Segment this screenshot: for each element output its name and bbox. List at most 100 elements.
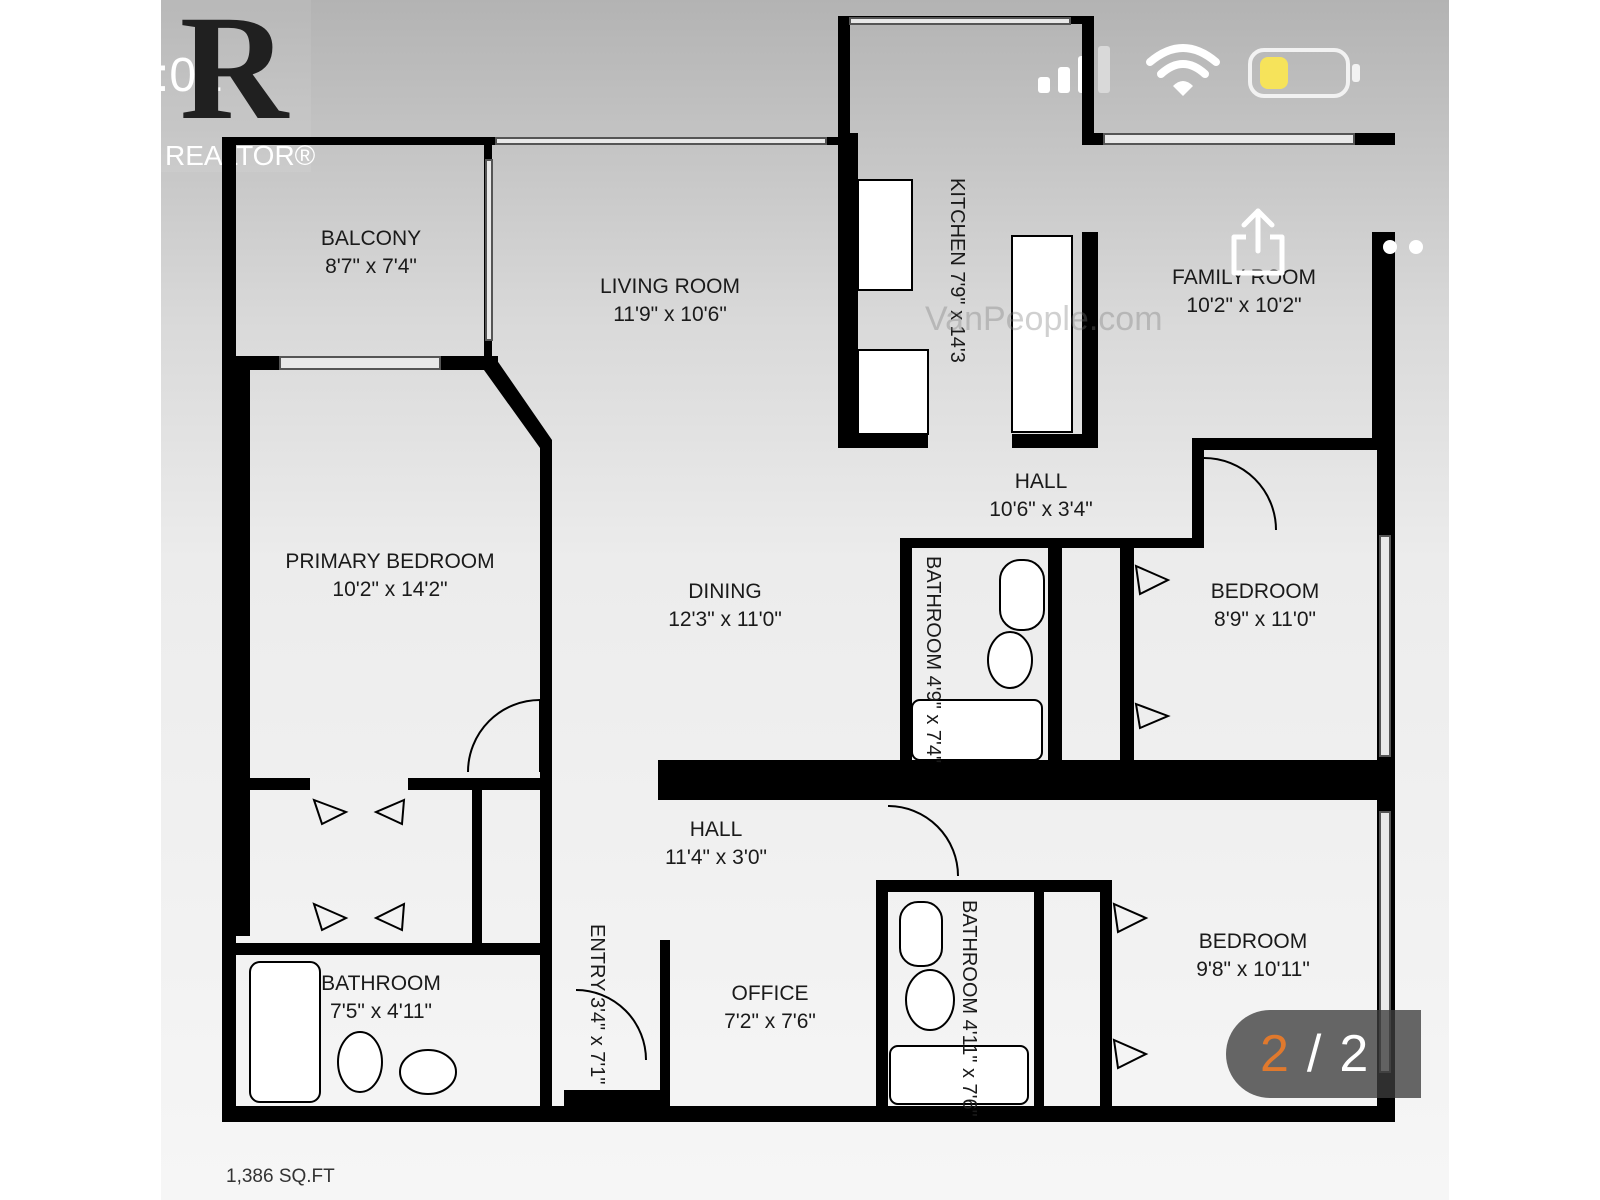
wall — [1372, 232, 1392, 442]
window — [279, 356, 441, 370]
window — [495, 137, 827, 145]
room-name: ENTRY — [586, 924, 608, 992]
room-size: 10'2" x 14'2" — [332, 578, 448, 601]
realtor-logo-word: REALTOR® — [165, 140, 316, 171]
room-size: 11'4" x 3'0" — [665, 846, 767, 869]
room-kitchen: KITCHEN 7'9" x 14'3 — [944, 178, 970, 363]
room-size: 10'2" x 10'2" — [1186, 294, 1302, 317]
room-bedroom-lower: BEDROOM 9'8" x 10'11" — [1168, 928, 1338, 984]
window — [485, 159, 493, 341]
more-dots-icon[interactable] — [1380, 237, 1440, 257]
wall — [900, 538, 912, 770]
toilet — [905, 969, 955, 1031]
room-size: 10'6" x 3'4" — [989, 498, 1093, 521]
wall — [1192, 438, 1204, 538]
wall — [1082, 232, 1098, 448]
room-name: BATHROOM — [958, 900, 980, 1015]
door — [1203, 457, 1277, 531]
wifi-icon — [1146, 44, 1220, 96]
room-name: BALCONY — [320, 227, 422, 250]
room-bathroom-primary: BATHROOM 7'5" x 4'11" — [306, 970, 456, 1026]
room-living: LIVING ROOM 11'9" x 10'6" — [580, 273, 760, 329]
sink — [899, 901, 943, 967]
wall — [838, 434, 928, 448]
room-name: BEDROOM — [1198, 930, 1308, 953]
wall — [222, 137, 486, 145]
wall — [564, 1090, 660, 1106]
door — [467, 699, 541, 773]
sink — [399, 1049, 457, 1095]
floorplan-photo — [161, 0, 1449, 1200]
wall — [660, 940, 670, 1106]
window — [1103, 133, 1355, 145]
room-hall-lower: HALL 11'4" x 3'0" — [636, 816, 796, 872]
room-bathroom-mid: BATHROOM 4'9" x 7'4" — [920, 556, 946, 763]
wall — [1048, 538, 1062, 770]
status-time: :01 — [156, 49, 223, 102]
realtor-logo-letter: R — [179, 0, 289, 151]
room-size: 11'9" x 10'6" — [613, 303, 727, 326]
wall — [250, 778, 310, 790]
wall — [1192, 438, 1392, 450]
gallery-pager: 2 / 2 — [1226, 1010, 1421, 1098]
room-size: 7'5" x 4'11" — [330, 1000, 432, 1023]
room-entry: ENTRY 3'4" x 7'1" — [584, 924, 610, 1084]
toilet — [337, 1031, 383, 1093]
room-size: 8'9" x 11'0" — [1214, 608, 1316, 631]
watermark: VanPeople.com — [925, 300, 1163, 338]
wall — [838, 133, 858, 448]
room-dining: DINING 12'3" x 11'0" — [640, 578, 810, 634]
stove — [857, 179, 913, 291]
wall — [876, 880, 888, 1106]
wall — [1120, 538, 1134, 770]
counter — [857, 349, 929, 435]
room-name: KITCHEN — [946, 178, 968, 266]
room-name: HALL — [689, 818, 743, 841]
room-size: 4'9" x 7'4" — [922, 675, 944, 764]
room-name: BATHROOM — [321, 972, 441, 995]
room-name: BATHROOM — [922, 556, 944, 671]
battery-icon — [1248, 48, 1360, 98]
wall — [408, 778, 548, 790]
wall — [236, 356, 250, 936]
wall — [876, 880, 1112, 892]
bathtub — [889, 1045, 1029, 1105]
wall — [658, 760, 1395, 800]
wall — [472, 790, 482, 943]
window — [849, 17, 1071, 25]
pager-separator: / — [1306, 1025, 1322, 1083]
wall — [1082, 16, 1094, 136]
room-hall-upper: HALL 10'6" x 3'4" — [966, 468, 1116, 524]
island — [1011, 235, 1073, 433]
room-size: 3'4" x 7'1" — [586, 996, 608, 1085]
toilet — [987, 631, 1033, 689]
room-size: 12'3" x 11'0" — [668, 608, 782, 631]
bathtub — [911, 699, 1043, 761]
pager-total: 2 — [1339, 1025, 1369, 1083]
door — [887, 805, 959, 877]
room-name: BEDROOM — [1210, 580, 1320, 603]
pager-current: 2 — [1260, 1025, 1289, 1083]
room-name: PRIMARY BEDROOM — [285, 550, 495, 573]
total-area: 1,386 SQ.FT — [226, 1166, 335, 1187]
room-size: 9'8" x 10'11" — [1196, 958, 1310, 981]
window — [1379, 535, 1391, 757]
wall — [838, 16, 850, 136]
wall — [1100, 892, 1112, 1106]
wall — [222, 137, 236, 1122]
room-size: 4'11" x 7'6" — [958, 1019, 980, 1117]
room-name: LIVING ROOM — [599, 275, 741, 298]
door — [575, 989, 647, 1061]
wall — [236, 943, 552, 955]
room-bedroom-upper: BEDROOM 8'9" x 11'0" — [1180, 578, 1350, 634]
room-name: HALL — [1014, 470, 1068, 493]
bathtub — [249, 961, 321, 1103]
room-size: 7'2" x 7'6" — [724, 1010, 816, 1033]
room-name: DINING — [688, 580, 762, 603]
share-icon[interactable] — [1228, 207, 1288, 277]
wall — [484, 356, 552, 1106]
